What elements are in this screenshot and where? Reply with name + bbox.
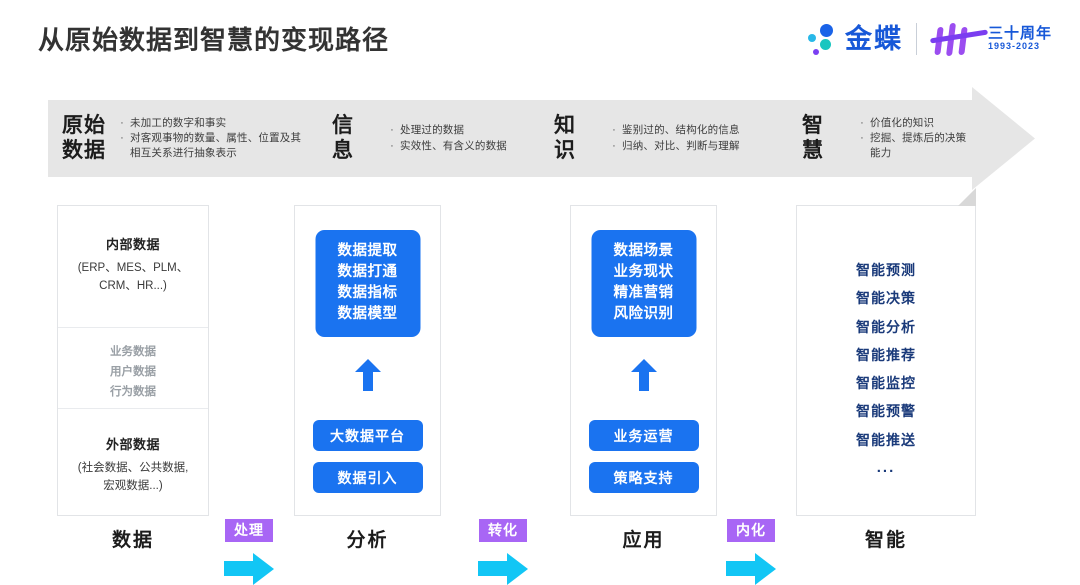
anniversary-title: 三十周年 [987,24,1052,42]
external-data-subtitle: (社会数据、公共数据, 宏观数据...) [77,462,189,492]
bullet-text: 挖掘、提炼后的决策能力 [870,132,967,160]
banner-stage-wisdom: 智 慧 · 价值化的知识 · 挖掘、提炼后的决策能力 [796,100,972,177]
application-scenario-item: 风险识别 [613,306,674,323]
stage-label-application: 应用 [622,530,665,551]
banner-stage-bullets: · 未加工的数字和事实 · 对客观事物的数量、属性、位置及其相互关系进行抽象表示 [114,116,326,161]
external-data-section: 外部数据 (社会数据、公共数据, 宏观数据...) [58,409,208,515]
internal-data-title: 内部数据 [105,237,160,252]
stage-label-analysis: 分析 [346,530,389,551]
bullet-text: 处理过的数据 [400,123,465,136]
analysis-capability-item: 数据指标 [337,285,398,302]
intelligence-capability-item: 智能监控 [856,375,916,392]
bullet-dot-icon: · [120,132,124,145]
connector-badge: 转化 [479,519,527,542]
banner-stage-name: 信 息 [332,113,354,162]
brand-logo: 金蝶 三十周年 1993-2023 [807,18,1052,60]
banner-arrow-shape-icon [48,87,1035,190]
banner-stage-name: 智 慧 [802,113,824,162]
application-strategy-pill: 策略支持 [588,462,699,493]
application-scenarios-panel: 数据场景 业务现状 精准营销 风险识别 [591,230,696,338]
internal-data-subtitle: (ERP、MES、PLM、 CRM、HR...) [77,262,189,292]
brand-name: 金蝶 [844,23,903,54]
intelligence-capability-list: 智能预测 智能决策 智能分析 智能推荐 智能监控 智能预警 智能推送 ... [797,256,975,482]
bullet-dot-icon: · [390,123,394,136]
analysis-ingest-pill: 数据引入 [312,462,423,493]
logo-divider [915,23,917,55]
bullet-text: 价值化的知识 [870,116,935,129]
bullet-dot-icon: · [860,132,864,145]
folded-corner-icon [958,188,976,206]
application-scenario-item: 精准营销 [613,285,674,302]
analysis-platform-pill: 大数据平台 [312,420,423,451]
intelligence-capability-item: 智能推荐 [856,346,916,363]
banner-stage-knowledge: 知 识 · 鉴别过的、结构化的信息 · 归纳、对比、判断与理解 [548,100,796,177]
bullet-text: 未加工的数字和事实 [130,116,227,129]
analysis-capability-item: 数据模型 [337,306,398,323]
page-title: 从原始数据到智慧的变现路径 [38,25,390,55]
card-analysis: 数据提取 数据打通 数据指标 数据模型 大数据平台 数据引入 [294,205,441,516]
kingdee-dots-icon [807,22,841,56]
intelligence-capability-item: 智能预警 [856,403,916,420]
stage-label-data: 数据 [111,530,154,551]
intelligence-capability-item: 智能决策 [856,290,916,307]
analysis-capability-item: 数据提取 [337,243,398,259]
banner-stage-name: 原始 数据 [62,113,106,162]
intelligence-capability-item: 智能预测 [856,262,916,278]
up-arrow-icon [354,359,381,391]
data-types-section: 业务数据 用户数据 行为数据 [58,328,208,409]
bullet-dot-icon: · [860,116,864,129]
connector-badge: 内化 [727,519,775,542]
application-scenario-item: 数据场景 [613,243,674,259]
stage-labels: 数据 分析 应用 智能 [0,525,1080,561]
connector-badge: 处理 [225,519,273,542]
bullet-dot-icon: · [120,116,124,129]
banner-stage-raw-data: 原始 数据 · 未加工的数字和事实 · 对客观事物的数量、属性、位置及其相互关系… [48,100,326,177]
pipeline: 内部数据 (ERP、MES、PLM、 CRM、HR...) 业务数据 用户数据 … [0,188,1080,585]
bullet-text: 对客观事物的数量、属性、位置及其相互关系进行抽象表示 [130,132,302,160]
banner-stage-bullets: · 处理过的数据 · 实效性、有含义的数据 [384,123,548,154]
analysis-capability-item: 数据打通 [337,264,398,281]
data-type-item: 用户数据 [110,366,156,379]
bullet-text: 归纳、对比、判断与理解 [622,139,740,152]
intelligence-ellipsis: ... [876,458,896,476]
card-application: 数据场景 业务现状 精准营销 风险识别 业务运营 策略支持 [570,205,717,516]
up-arrow-icon [630,359,657,391]
data-type-item: 行为数据 [110,386,156,399]
stage-label-intelligence: 智能 [864,530,907,551]
anniversary-mark-icon [929,21,989,57]
maturity-banner: 原始 数据 · 未加工的数字和事实 · 对客观事物的数量、属性、位置及其相互关系… [48,87,1035,190]
anniversary-text: 三十周年 1993-2023 [987,24,1052,52]
intelligence-capability-item: 智能推送 [856,431,916,448]
bullet-dot-icon: · [390,139,394,152]
application-operations-pill: 业务运营 [588,420,699,451]
banner-stage-name: 知 识 [554,113,576,162]
card-data: 内部数据 (ERP、MES、PLM、 CRM、HR...) 业务数据 用户数据 … [57,205,209,516]
anniversary-years: 1993-2023 [987,41,1041,52]
bullet-dot-icon: · [612,139,616,152]
bullet-dot-icon: · [612,123,616,136]
data-type-item: 业务数据 [110,346,156,358]
external-data-title: 外部数据 [105,437,160,452]
bullet-text: 鉴别过的、结构化的信息 [622,123,740,136]
banner-stage-bullets: · 鉴别过的、结构化的信息 · 归纳、对比、判断与理解 [606,123,796,154]
analysis-capabilities-panel: 数据提取 数据打通 数据指标 数据模型 [315,230,420,338]
application-scenario-item: 业务现状 [613,264,674,281]
bullet-text: 实效性、有含义的数据 [400,139,507,152]
internal-data-section: 内部数据 (ERP、MES、PLM、 CRM、HR...) [58,206,208,328]
intelligence-capability-item: 智能分析 [856,318,916,335]
card-intelligence: 智能预测 智能决策 智能分析 智能推荐 智能监控 智能预警 智能推送 ... [796,188,976,516]
banner-stage-information: 信 息 · 处理过的数据 · 实效性、有含义的数据 [326,100,548,177]
banner-stage-bullets: · 价值化的知识 · 挖掘、提炼后的决策能力 [854,116,972,161]
banner-stage-list: 原始 数据 · 未加工的数字和事实 · 对客观事物的数量、属性、位置及其相互关系… [48,100,972,177]
